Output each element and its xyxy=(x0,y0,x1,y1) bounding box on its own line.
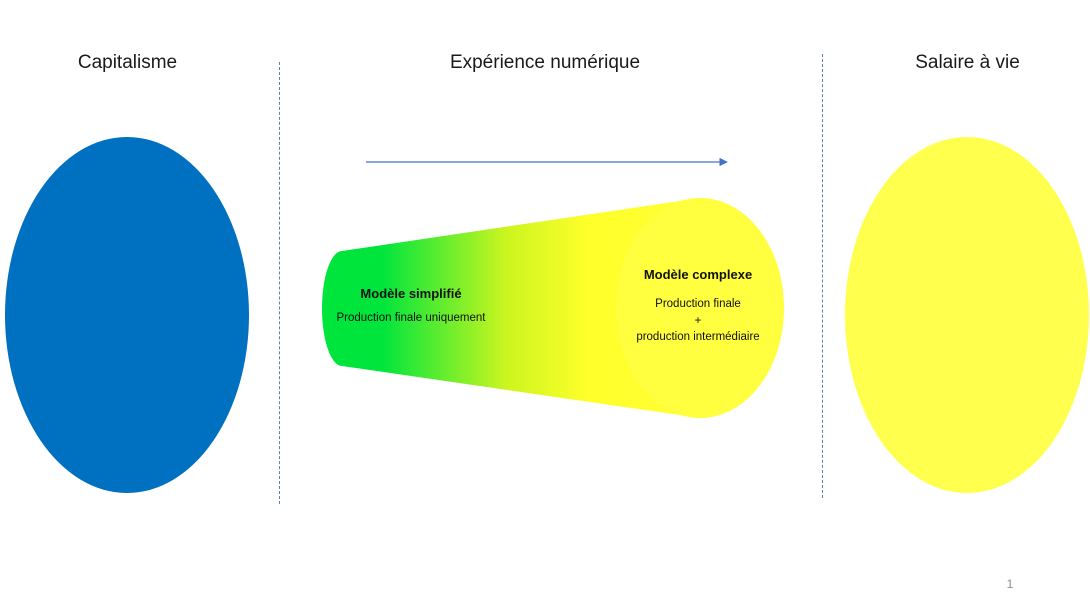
simple-model-title: Modèle simplifié xyxy=(360,286,462,301)
capitalisme-title: Capitalisme xyxy=(77,52,178,73)
experience-numerique-title: Expérience numérique xyxy=(449,52,641,73)
right-dashed-divider xyxy=(822,54,823,498)
page-number: 1 xyxy=(1006,577,1014,591)
simple-model-description: Production finale uniquement xyxy=(336,312,486,324)
cylinder-end-cap xyxy=(616,198,784,418)
complex-model-line-2: production intermédiaire xyxy=(636,331,760,343)
model-cylinder xyxy=(322,198,784,418)
salaire-a-vie-title: Salaire à vie xyxy=(915,52,1020,73)
complex-model-line-1: Production finale xyxy=(655,298,741,310)
complex-model-title: Modèle complexe xyxy=(643,267,753,282)
complex-model-plus: + xyxy=(694,315,702,327)
left-dashed-divider xyxy=(279,62,280,504)
salaire-a-vie-ellipse xyxy=(845,137,1089,493)
capitalism-ellipse xyxy=(5,137,249,493)
